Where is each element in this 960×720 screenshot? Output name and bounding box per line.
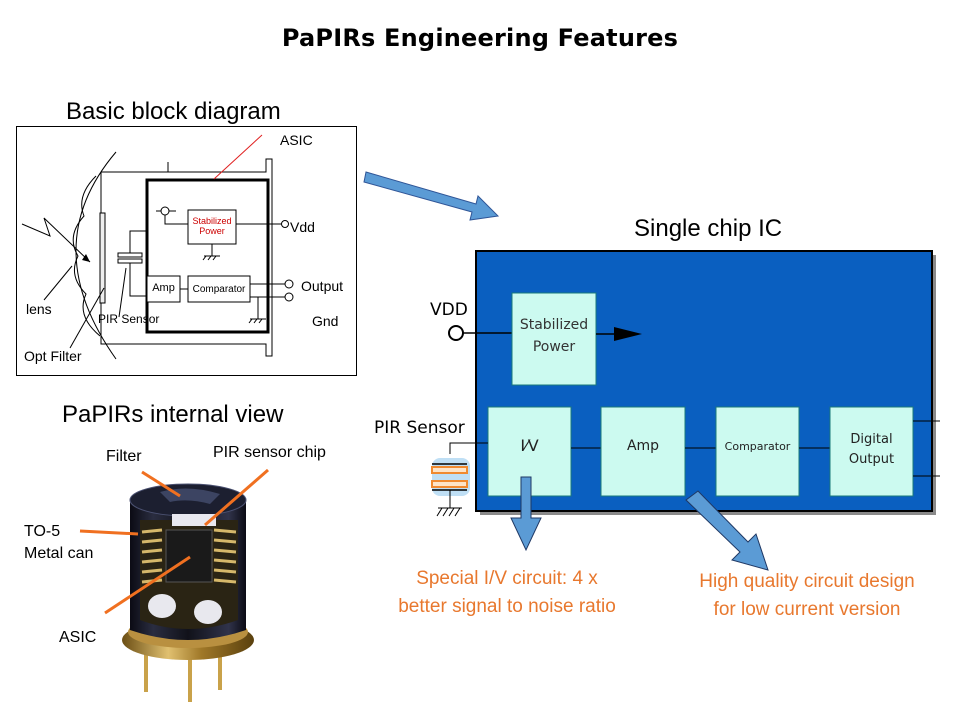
iv-text: I⁄V xyxy=(520,436,539,455)
asic-pointer-line xyxy=(213,134,263,180)
to5-callout-line xyxy=(79,529,139,536)
hq-note-line1: High quality circuit design xyxy=(699,571,915,592)
pir-sensor-label: PIR Sensor xyxy=(98,312,160,326)
vdd-label: Vdd xyxy=(290,219,315,235)
leads-right xyxy=(213,528,237,584)
transition-arrow xyxy=(363,171,500,221)
papirs-photo xyxy=(122,483,254,702)
vdd-terminal xyxy=(281,220,289,228)
sensor-wire-top xyxy=(449,442,488,454)
gnd-terminal xyxy=(284,292,294,302)
iv-note-line1: Special I/V circuit: 4 x xyxy=(416,568,598,589)
filter-pointer-line xyxy=(69,287,105,349)
slide-title: PaPIRs Engineering Features xyxy=(281,24,679,52)
filter-callout-line xyxy=(141,470,181,498)
digital-output-block xyxy=(829,406,914,497)
asic-box xyxy=(145,178,270,334)
pir-sensor-chip xyxy=(172,514,216,526)
gnd-label: Gnd xyxy=(312,313,339,329)
output-label: Output xyxy=(301,278,344,294)
single-chip-diagram xyxy=(431,250,940,517)
component-right xyxy=(194,600,222,624)
comparator-block xyxy=(187,275,251,303)
light-ray xyxy=(21,217,91,263)
digital-output-text: Digital Output xyxy=(830,430,913,470)
stabilized-power-text-line2: Power xyxy=(532,339,576,355)
hq-note-arrow-shape xyxy=(685,490,769,571)
lens-outer-curve xyxy=(75,151,117,360)
digital-output-text-line1: Digital xyxy=(850,432,893,447)
component-left xyxy=(148,594,176,618)
to5-callout-line2: Metal can xyxy=(24,545,94,562)
to5-callout-line1: TO-5 xyxy=(24,523,61,540)
pir-sensor-plate-top xyxy=(117,252,143,258)
power-output-arrowhead xyxy=(614,327,642,341)
stabilized-power-label-line1: Stabilized xyxy=(192,216,232,226)
digital-output-text-line2: Output xyxy=(848,452,895,467)
pin-left xyxy=(144,652,148,692)
lens-fresnel-curve xyxy=(72,175,101,337)
asic-callout: ASIC xyxy=(59,629,97,646)
to5-callout: TO-5 Metal can xyxy=(24,521,93,565)
node-terminal xyxy=(160,206,170,216)
internal-view-heading: PaPIRs internal view xyxy=(62,401,284,428)
sensor-plate-top xyxy=(431,466,468,474)
amp-block xyxy=(146,275,181,303)
sensor-pointer-line xyxy=(118,267,127,318)
amp-label: Amp xyxy=(152,282,175,294)
filter-callout: Filter xyxy=(106,448,142,465)
vdd-label: VDD xyxy=(430,300,468,320)
asic-label: ASIC xyxy=(280,132,313,148)
pir-sensor-label: PIR Sensor xyxy=(374,418,465,438)
stabilized-power-text-line1: Stabilized xyxy=(519,317,589,333)
pin-center xyxy=(188,658,192,702)
single-chip-heading: Single chip IC xyxy=(634,215,783,242)
comparator-text: Comparator xyxy=(724,440,791,453)
callout-lines xyxy=(79,468,269,615)
pir-wire-bottom xyxy=(129,263,147,297)
sensor-plate-bottom xyxy=(431,480,468,488)
pir-sensor-chip-callout: PIR sensor chip xyxy=(213,444,326,461)
stabilized-power-block xyxy=(511,292,597,386)
block-diagram-heading: Basic block diagram xyxy=(66,98,281,125)
lens-label: lens xyxy=(26,301,52,317)
opt-filter-window xyxy=(99,212,106,304)
iv-note: Special I/V circuit: 4 x better signal t… xyxy=(362,565,652,621)
power-ground-icon xyxy=(202,255,220,261)
vdd-terminal xyxy=(448,325,464,341)
stabilized-power-label-line2: Power xyxy=(199,226,225,236)
opt-filter-label: Opt Filter xyxy=(24,348,82,364)
pir-wire-top xyxy=(129,230,147,253)
iv-note-line2: better signal to noise ratio xyxy=(398,596,616,617)
iv-note-arrow xyxy=(510,476,542,552)
comparator-block xyxy=(715,406,800,497)
can-outline xyxy=(100,158,273,357)
pin-right xyxy=(218,652,222,690)
basic-block-diagram xyxy=(16,126,357,376)
iv-note-arrow-shape xyxy=(510,476,542,552)
stabilized-power-label: Stabilized Power xyxy=(188,216,236,236)
output-terminal xyxy=(284,279,294,289)
lens-pointer-line xyxy=(43,265,73,301)
comparator-label: Comparator xyxy=(192,284,246,295)
diagram-frame xyxy=(16,126,357,376)
stabilized-power-text: Stabilized Power xyxy=(512,314,596,358)
hq-note: High quality circuit design for low curr… xyxy=(662,568,952,624)
pir-sensor-plate-bottom xyxy=(117,258,143,264)
transition-arrow-shape xyxy=(363,171,500,221)
pir-chip-callout-line xyxy=(204,468,269,527)
comparator-ground-icon xyxy=(248,318,266,324)
asic-callout-line xyxy=(104,555,191,615)
light-ray-arrowhead xyxy=(82,254,90,262)
amp-block xyxy=(600,406,686,497)
amp-text: Amp xyxy=(626,438,660,454)
node-to-power-wire xyxy=(164,215,188,225)
sensor-ground-icon xyxy=(436,507,462,517)
hq-note-line2: for low current version xyxy=(713,599,901,620)
hq-note-arrow xyxy=(685,490,769,571)
